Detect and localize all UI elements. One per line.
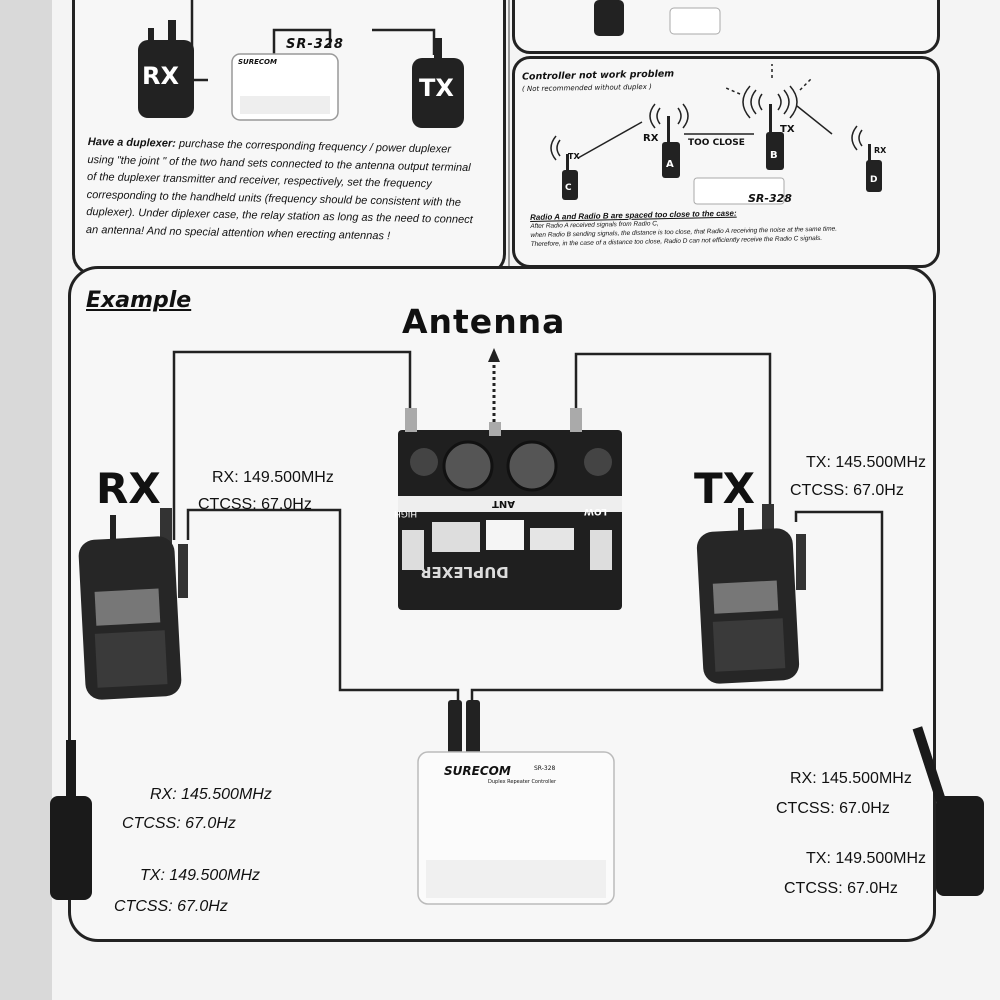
tx-big-label: TX — [694, 464, 756, 513]
right-handheld-tx-freq: TX: 149.500MHz — [806, 850, 927, 867]
top-left-diagram — [138, 0, 464, 128]
controller-brand: SURECOM — [444, 764, 511, 778]
controller-brand-label: SURECOM — [238, 58, 277, 66]
rx-radio-frequency: RX: 149.500MHz — [212, 469, 334, 486]
problem-label-d: D — [870, 175, 878, 185]
antenna-label: Antenna — [402, 302, 566, 341]
tx-radio-frequency: TX: 145.500MHz — [806, 454, 927, 471]
problem-label-rx: RX — [643, 133, 659, 144]
radio-rx-label: RX — [142, 62, 179, 90]
left-handheld-tx-ctcss: CTCSS: 67.0Hz — [114, 898, 228, 915]
right-handheld-image — [912, 726, 984, 896]
too-close-label: TOO CLOSE — [688, 138, 745, 148]
radio-a-icon — [662, 116, 680, 178]
cable-wires — [172, 350, 884, 712]
controller-model: SR-328 — [534, 765, 556, 772]
left-handheld-tx-freq: TX: 149.500MHz — [140, 867, 261, 884]
duplexer-high-label: HIGH — [394, 508, 418, 518]
rx-big-label: RX — [96, 464, 161, 513]
radio-c-icon — [562, 154, 578, 200]
duplexer-low-label: LOW — [584, 506, 607, 516]
problem-label-rx-d: RX — [874, 146, 887, 155]
problem-label-a: A — [666, 159, 674, 170]
right-handheld-rx-freq: RX: 145.500MHz — [790, 770, 912, 787]
duplexer-ant-label: ANT — [492, 498, 515, 509]
rx-radio-ctcss: CTCSS: 67.0Hz — [198, 496, 312, 513]
duplexer-name-label: DUPLEXER — [420, 563, 509, 581]
radio-rx-icon — [138, 20, 194, 118]
top-right-partial-panel — [512, 0, 940, 54]
problem-label-tx-c: TX — [568, 152, 580, 161]
radio-d-icon — [866, 144, 882, 192]
antenna-arrow — [488, 348, 500, 428]
right-handheld-tx-ctcss: CTCSS: 67.0Hz — [784, 880, 898, 897]
controller-model-label: SR-328 — [286, 37, 344, 52]
problem-diagram — [550, 64, 882, 205]
radio-b-icon — [766, 104, 784, 170]
sr328-mini-box — [693, 177, 785, 205]
page-fold-line — [508, 0, 510, 278]
problem-controller-model: SR-328 — [748, 192, 792, 205]
tx-radio-ctcss: CTCSS: 67.0Hz — [790, 482, 904, 499]
problem-label-b: B — [770, 150, 778, 161]
arrows — [577, 64, 833, 159]
controller-subtitle: Duplex Repeater Controller — [488, 779, 557, 785]
problem-label-tx: TX — [780, 124, 795, 135]
left-handheld-rx-freq: RX: 145.500MHz — [150, 786, 272, 803]
problem-label-c: C — [565, 183, 572, 193]
rx-radio-image — [78, 508, 188, 700]
tx-radio-image — [696, 504, 806, 684]
controller-plugs — [448, 700, 480, 758]
left-handheld-image — [50, 740, 92, 900]
example-heading: Example — [86, 288, 192, 313]
radio-tx-icon — [412, 38, 464, 128]
left-handheld-rx-ctcss: CTCSS: 67.0Hz — [122, 815, 236, 832]
top-right-partial-icons — [594, 0, 721, 36]
controller-box-icon — [231, 53, 339, 121]
right-handheld-rx-ctcss: CTCSS: 67.0Hz — [776, 800, 890, 817]
controller-box — [417, 751, 615, 905]
duplexer-unit — [398, 408, 622, 610]
radio-tx-label: TX — [419, 74, 454, 102]
signal-waves — [550, 85, 863, 161]
